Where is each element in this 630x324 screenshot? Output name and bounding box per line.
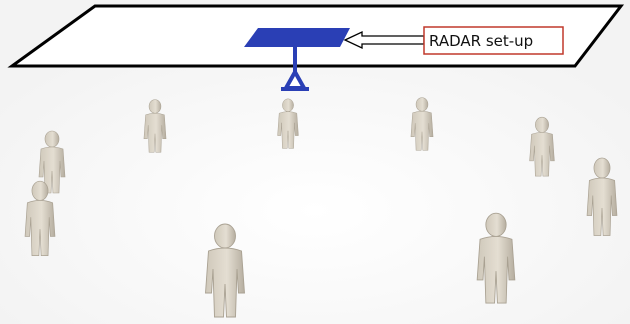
callout-box — [423, 26, 564, 55]
radar-setup-label: RADAR set-up — [429, 32, 533, 50]
radar-mount — [281, 47, 309, 91]
radar-panel — [244, 28, 350, 47]
